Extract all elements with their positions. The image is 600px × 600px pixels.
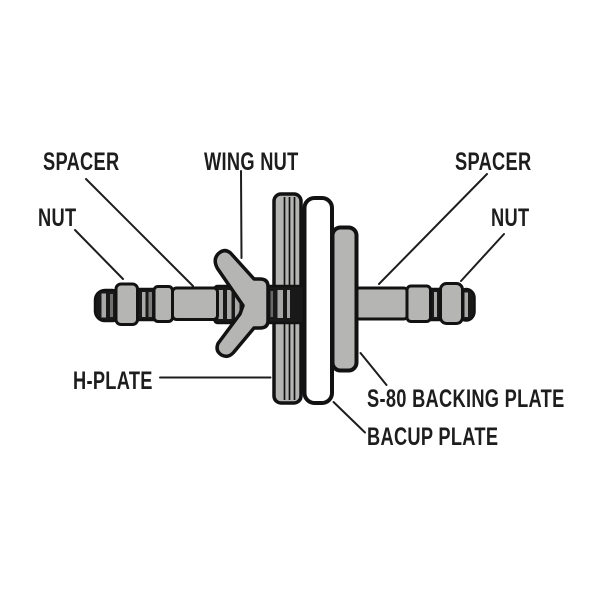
leader-bacup-plate — [332, 401, 366, 434]
spacer-left-shape — [171, 286, 219, 321]
nut-right-shape — [439, 282, 464, 325]
leader-wing-nut — [240, 170, 243, 259]
leader-nut-right — [460, 233, 505, 282]
label-s80-backing-plate: S-80 BACKING PLATE — [367, 385, 565, 413]
leader-nut-left — [74, 229, 124, 280]
s80-backing-plate-shape — [330, 225, 359, 373]
label-nut-left: NUT — [38, 204, 77, 232]
label-bacup-plate: BACUP PLATE — [367, 423, 499, 451]
label-spacer-right: SPACER — [455, 148, 532, 176]
label-wing-nut: WING NUT — [204, 148, 299, 176]
leader-lines — [74, 170, 505, 434]
wing-nut-shape — [213, 248, 270, 359]
spacer-collar-left — [152, 285, 174, 323]
leader-s80-plate — [359, 352, 388, 386]
bacup-plate-shape — [302, 196, 334, 405]
label-spacer-left: SPACER — [43, 148, 120, 176]
spacer-collar-right — [405, 284, 432, 323]
leader-spacer-left — [85, 178, 194, 287]
leader-spacer-right — [378, 173, 488, 285]
spacer-right-shape — [354, 286, 409, 321]
label-h-plate: H-PLATE — [73, 367, 153, 395]
nut-left-shape — [114, 282, 139, 326]
label-nut-right: NUT — [491, 204, 530, 232]
